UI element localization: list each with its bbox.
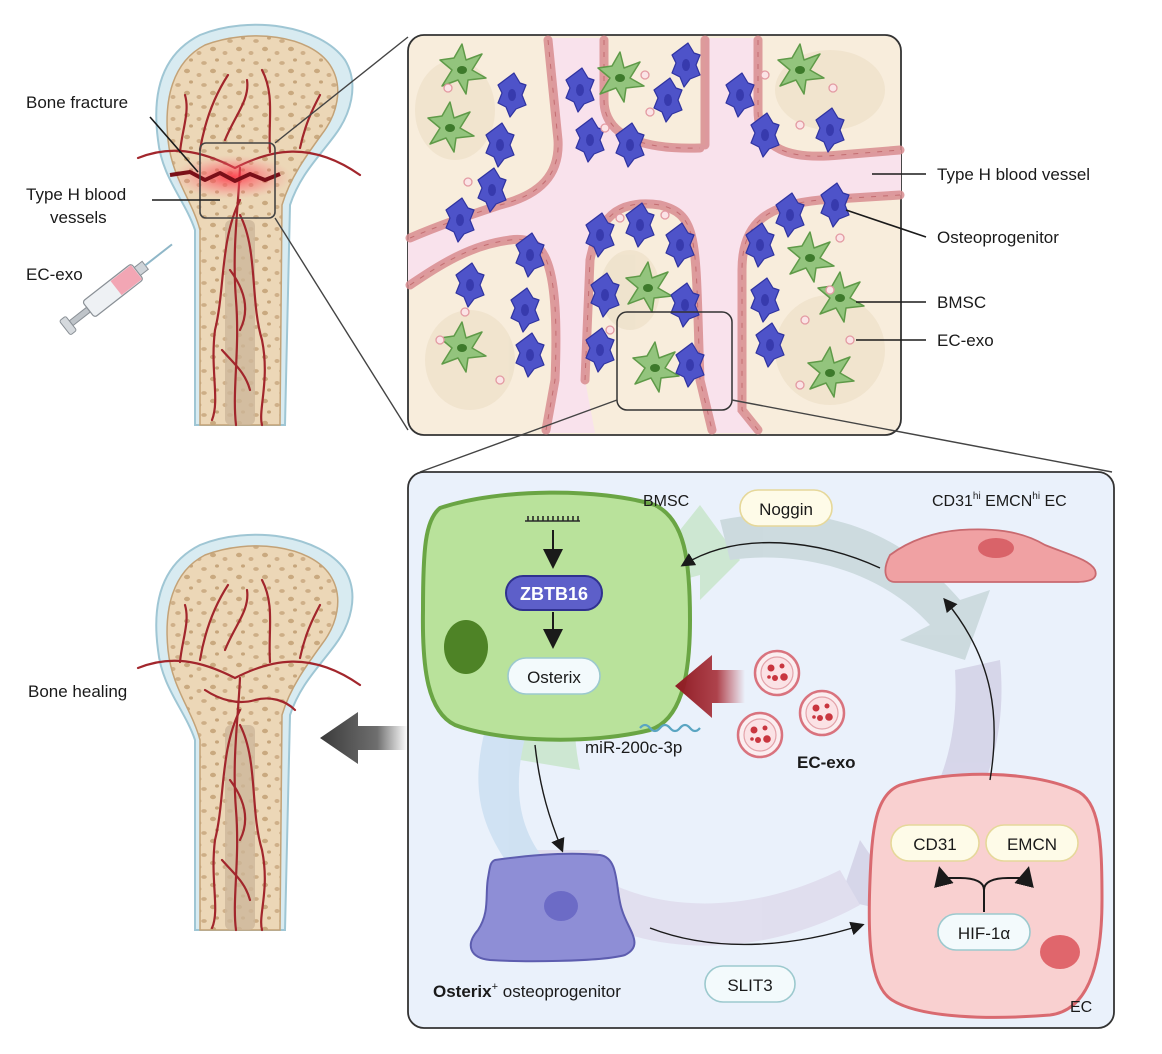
slit3-box bbox=[704, 965, 796, 1003]
ec-nucleus bbox=[1040, 935, 1080, 969]
cd31-label: CD31 bbox=[913, 835, 956, 854]
zbtb16-label: ZBTB16 bbox=[520, 584, 588, 604]
zoom-lines-top bbox=[274, 36, 409, 431]
leader-bone-fracture bbox=[149, 116, 199, 173]
ec-to-bmsc-arrow bbox=[680, 541, 881, 569]
tissue-inset-panel bbox=[405, 34, 905, 436]
cd31-box bbox=[890, 824, 980, 862]
osteoprogenitor-nucleus bbox=[544, 891, 578, 921]
label-bone-fracture: Bone fracture bbox=[26, 93, 128, 112]
bmsc-nucleus bbox=[444, 620, 488, 674]
legend-osteoprogenitor: Osteoprogenitor bbox=[937, 228, 1059, 247]
bmsc-cell: ZBTB16 Osterix bbox=[420, 490, 693, 742]
osterix-label: Osterix bbox=[527, 668, 581, 687]
inset-legend: Type H blood vessel Osteoprogenitor BMSC… bbox=[845, 165, 1090, 350]
legend-bmsc: BMSC bbox=[937, 293, 986, 312]
bmsc-title: BMSC bbox=[643, 493, 689, 510]
ec-cell: CD31 EMCN HIF-1α bbox=[867, 772, 1104, 1019]
ec-exo-label: EC-exo bbox=[797, 753, 856, 772]
slit3-label: SLIT3 bbox=[727, 976, 772, 995]
healed-bone-illustration bbox=[136, 533, 362, 932]
hif-label: HIF-1α bbox=[958, 924, 1011, 943]
label-type-h-line1: Type H blood bbox=[26, 185, 126, 204]
label-type-h-line2: vessels bbox=[50, 208, 107, 227]
osteoprogenitor-cell bbox=[469, 852, 636, 963]
exo-uptake-arrow bbox=[675, 655, 745, 718]
osterix-box bbox=[507, 657, 601, 695]
gene-icon bbox=[525, 516, 580, 522]
hif-box bbox=[937, 913, 1031, 951]
osteo-to-ec-arrow bbox=[649, 921, 865, 946]
legend-ec-exo: EC-exo bbox=[937, 331, 994, 350]
ec-label: EC bbox=[1070, 999, 1092, 1016]
fractured-bone-illustration bbox=[136, 23, 362, 427]
inset-zoom-box bbox=[616, 311, 733, 411]
zoom-lines-bottom bbox=[419, 399, 1113, 473]
zbtb16-box bbox=[505, 575, 603, 611]
fracture-zoom-box bbox=[199, 142, 276, 219]
endothelial-cell-top bbox=[884, 528, 1097, 583]
label-bone-healing: Bone healing bbox=[28, 682, 127, 701]
fracture-line bbox=[169, 170, 281, 183]
noggin-box bbox=[739, 489, 833, 527]
mirna-icon bbox=[639, 723, 701, 733]
healing-arrow bbox=[320, 712, 408, 764]
emcn-label: EMCN bbox=[1007, 835, 1057, 854]
ec-to-ec-top-arrow bbox=[943, 597, 995, 781]
legend-type-h-vessel: Type H blood vessel bbox=[937, 165, 1090, 184]
syringe-icon bbox=[59, 243, 173, 335]
osteoprogenitor-label: Osterix+ osteoprogenitor bbox=[433, 981, 621, 1001]
label-ec-exo-syringe: EC-exo bbox=[26, 265, 83, 284]
ec-top-label: CD31hi EMCNhi EC bbox=[932, 491, 1067, 510]
emcn-box bbox=[985, 824, 1079, 862]
noggin-label: Noggin bbox=[759, 500, 813, 519]
bmsc-to-osteo-arrow bbox=[534, 744, 565, 853]
mirna-label: miR-200c-3p bbox=[585, 738, 682, 757]
